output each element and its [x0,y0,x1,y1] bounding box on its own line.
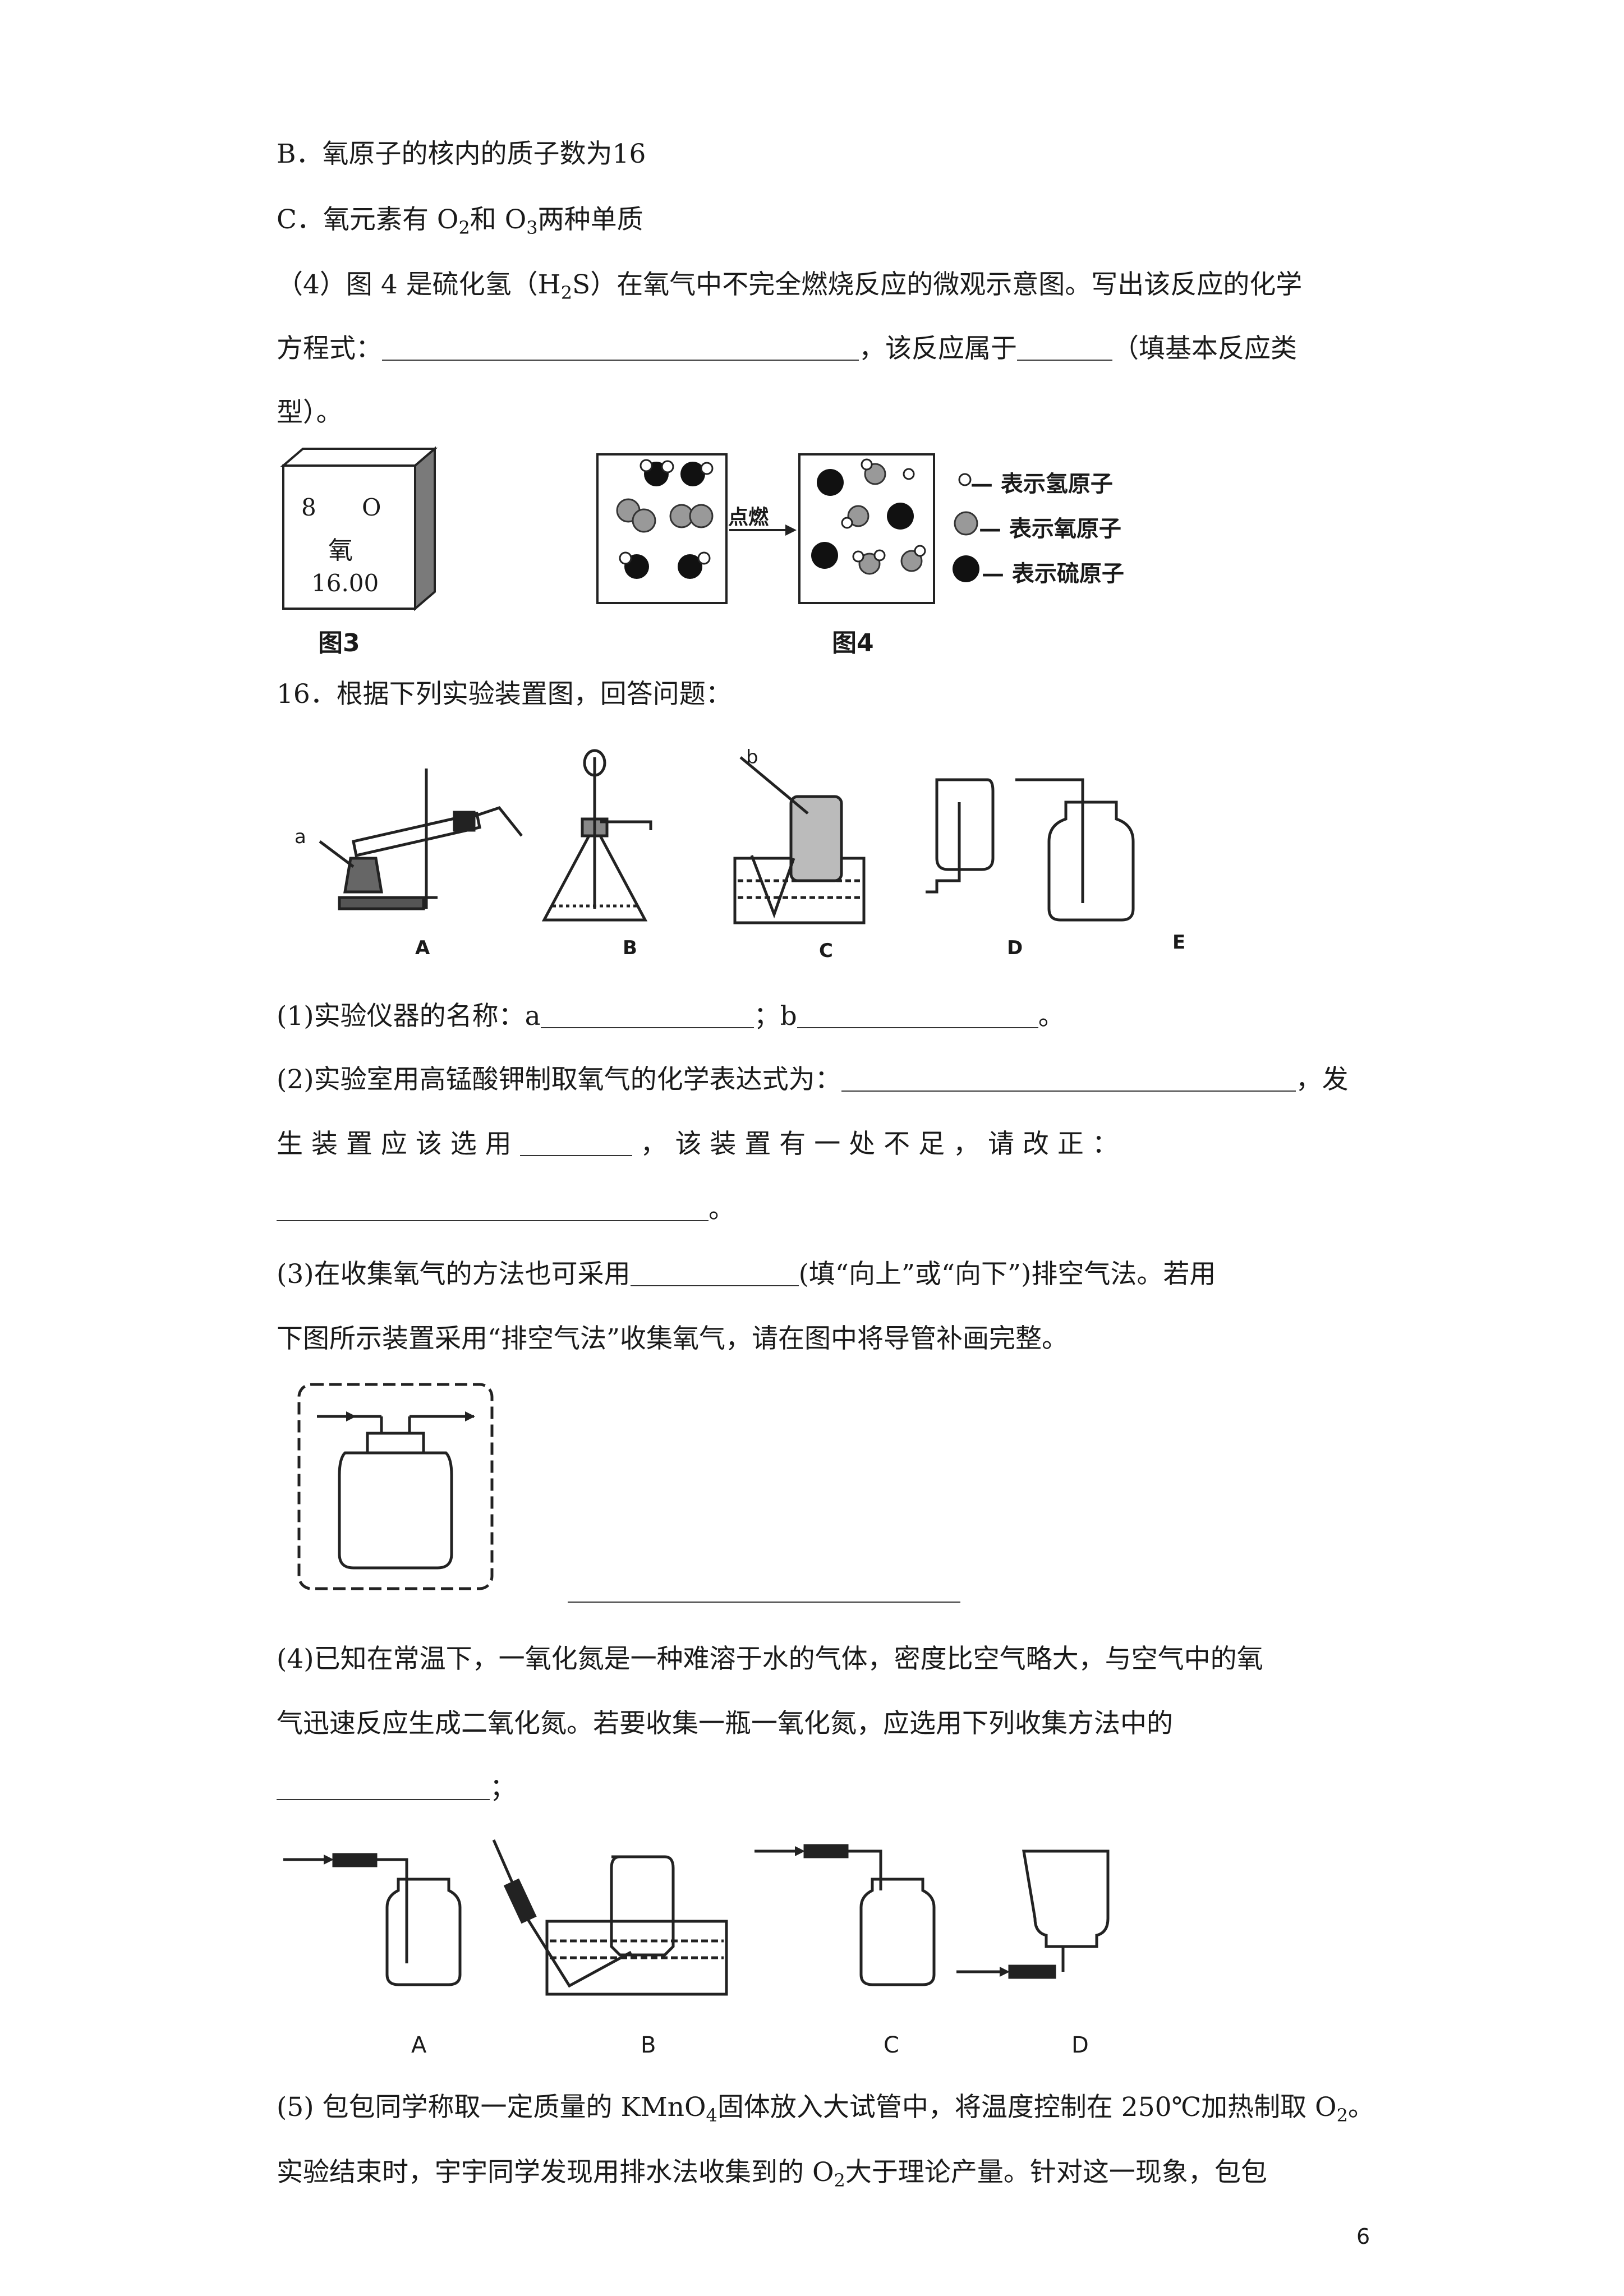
method-label-d: D [1071,2032,1089,2058]
collection-methods-diagram [283,1839,1110,1996]
sub-question-5-line1: (5) 包包同学称取一定质量的 KMnO4固体放入大试管中，将温度控制在 250… [277,2092,1374,2126]
figure-3-element-cell [280,446,438,611]
ignite-label: 点燃 [728,505,769,529]
gas-collection-bottle-figure [297,1383,494,1590]
figure-4-reaction-diagram [596,453,979,604]
question-4-line1: （4）图 4 是硫化氢（H2S）在氧气中不完全燃烧反应的微观示意图。写出该反应的… [277,269,1303,303]
atomic-mass: 16.00 [311,569,379,597]
figure-3-caption: 图3 [318,629,360,657]
equation-blank[interactable] [382,335,859,361]
option-b: B．氧原子的核内的质子数为16 [277,139,646,169]
option-c: C．氧元素有 O2和 O3两种单质 [277,204,643,238]
apparatus-diagram-row [319,749,1135,924]
label-a: a [295,826,306,848]
kmno4-equation-blank[interactable] [841,1066,1296,1092]
question-4-line3: 型）。 [277,397,343,428]
sub-question-3-line2: 下图所示装置采用“排空气法”收集氧气，请在图中将导管补画完整。 [277,1323,1069,1354]
sub-question-2-line2: 生 装 置 应 该 选 用 ， 该 装 置 有 一 处 不 足 ， 请 改 正 … [277,1129,1119,1159]
method-label-a: A [411,2032,427,2058]
collection-method-blank[interactable] [277,1774,490,1800]
apparatus-label-e: E [1172,931,1186,954]
legend-oxygen: — 表示氧原子 [979,516,1121,542]
apparatus-label-c: C [819,940,833,962]
answer-line[interactable] [568,1602,960,1603]
sub-question-2-line3: 。 [277,1193,735,1226]
air-direction-blank[interactable] [630,1260,799,1286]
sub-question-4-line2: 气迅速反应生成二氧化氮。若要收集一瓶一氧化氮，应选用下列收集方法中的 [277,1708,1173,1739]
sub-question-4-line1: (4)已知在常温下，一氧化氮是一种难溶于水的气体，密度比空气略大，与空气中的氧 [277,1644,1263,1674]
apparatus-label-a: A [415,937,430,959]
element-symbol: O [362,494,381,521]
blank-a[interactable] [540,1002,754,1028]
question-16-title: 16．根据下列实验装置图，回答问题： [277,679,732,710]
atomic-number: 8 [301,494,316,521]
sub-question-5-line2: 实验结束时，宇宇同学发现用排水法收集到的 O2大于理论产量。针对这一现象，包包 [277,2157,1267,2191]
sub-question-4-line3: ； [277,1772,516,1805]
legend-hydrogen: — 表示氢原子 [970,471,1113,497]
legend-sulfur: — 表示硫原子 [982,560,1124,587]
question-4-line2: 方程式：，该反应属于（填基本反应类 [277,333,1297,364]
element-name: 氧 [328,536,353,565]
blank-b[interactable] [797,1002,1038,1028]
method-label-c: C [884,2032,899,2058]
apparatus-label-b: B [623,937,637,959]
sub-question-3-line1: (3)在收集氧气的方法也可采用(填“向上”或“向下”)排空气法。若用 [277,1259,1216,1290]
apparatus-label-d: D [1007,937,1023,959]
sub-question-2-line1: (2)实验室用高锰酸钾制取氧气的化学表达式为：，发 [277,1064,1349,1095]
reaction-type-blank[interactable] [1017,335,1112,361]
generator-blank[interactable] [519,1130,632,1156]
figure-4-caption: 图4 [832,629,874,657]
sub-question-1: (1)实验仪器的名称：a；b。 [277,1001,1065,1032]
label-b: b [746,746,758,769]
page-number: 6 [1356,2224,1370,2249]
improvement-blank[interactable] [277,1195,709,1221]
method-label-b: B [641,2032,656,2058]
